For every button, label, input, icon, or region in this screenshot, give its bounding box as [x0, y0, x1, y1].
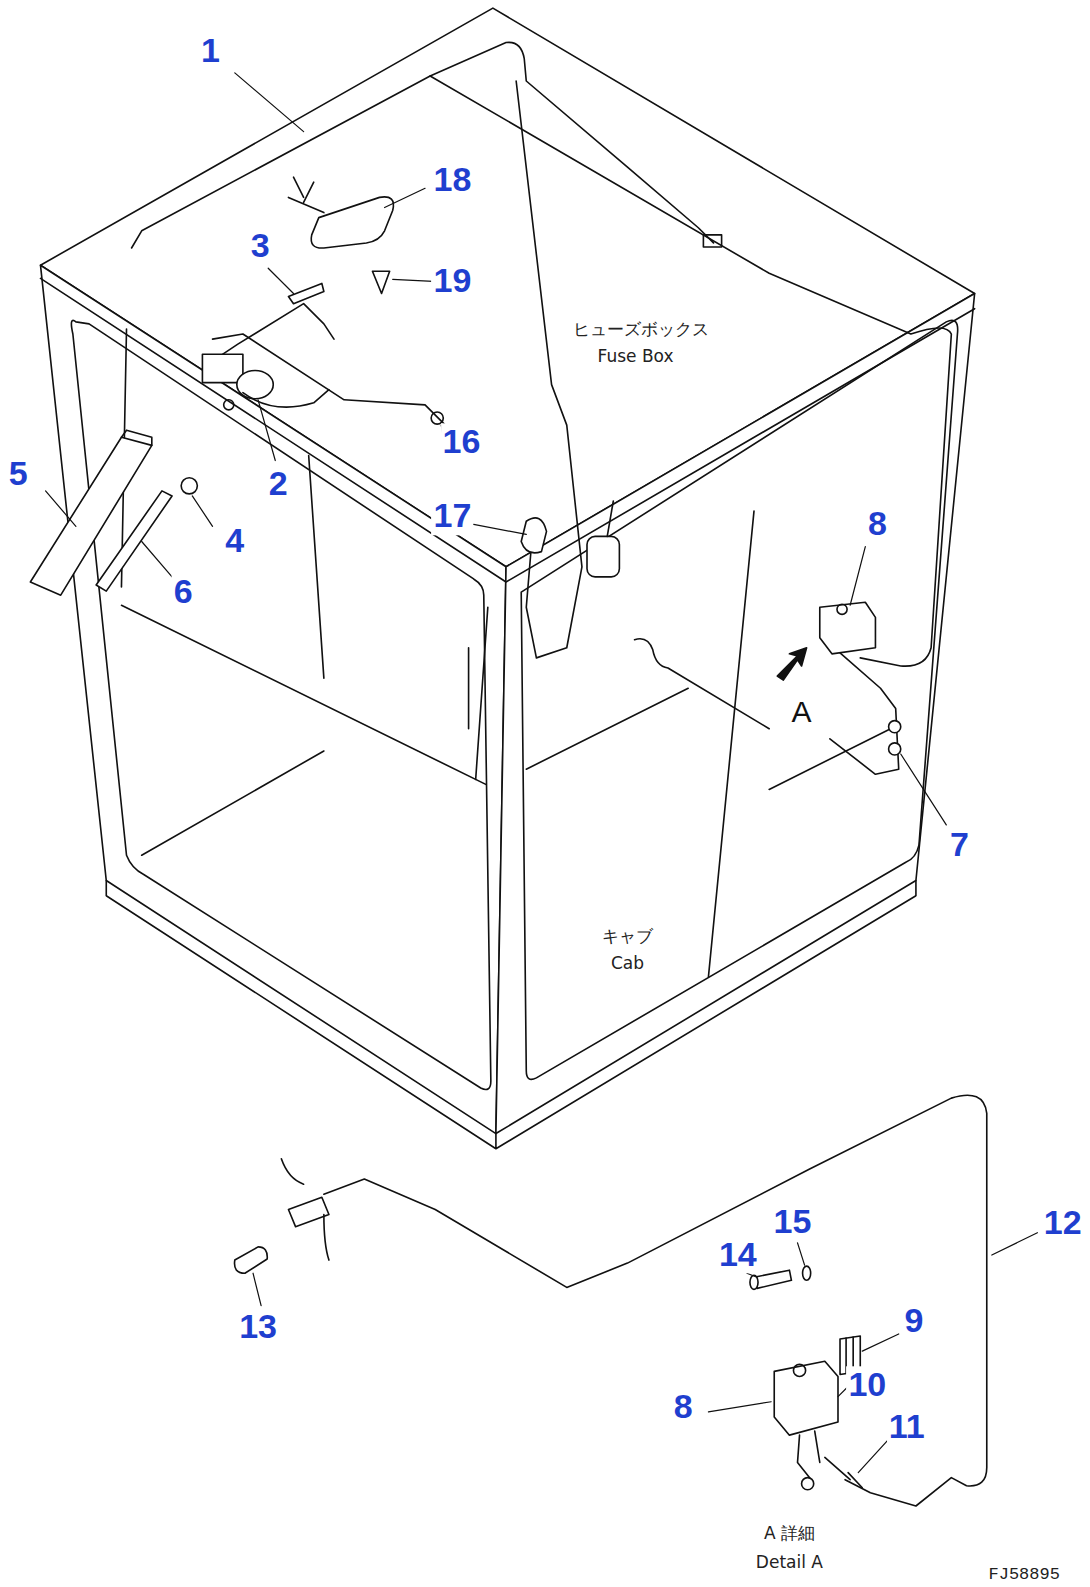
part-note: ヒューズボックス [571, 320, 711, 339]
left-window-frame [121, 329, 323, 678]
cap [837, 604, 847, 614]
callout-number: 9 [902, 1302, 925, 1339]
callout-number: 7 [948, 826, 971, 863]
wire-harness [430, 76, 951, 666]
fitting [825, 1457, 862, 1487]
callout-number: 4 [223, 523, 246, 560]
nut [181, 478, 197, 494]
wire-harness [830, 653, 899, 774]
screw [372, 271, 389, 293]
callout-number: 15 [772, 1203, 814, 1240]
callout-number: 13 [237, 1308, 279, 1345]
bolt [224, 400, 234, 410]
plug [235, 1247, 268, 1273]
wiper-bracket [243, 390, 329, 407]
part-note: Fuse Box [596, 347, 676, 366]
callout-number: 10 [846, 1366, 888, 1403]
callout-number: 12 [1042, 1204, 1084, 1241]
roof-edge [40, 278, 974, 582]
callout-number: 16 [441, 424, 483, 461]
right-window [521, 320, 957, 1079]
bolt [754, 1270, 791, 1288]
callout-number: 17 [431, 497, 473, 534]
connector [288, 177, 323, 212]
drawing-code: FJ58895 [986, 1565, 1061, 1584]
callout-number: 18 [431, 161, 473, 198]
callout-number: 3 [249, 227, 272, 264]
part-note: キャブ [600, 927, 655, 946]
connector [288, 1197, 328, 1226]
leader-line [46, 73, 1038, 1473]
cab-right-face [496, 294, 975, 1134]
callout-number: 2 [267, 465, 290, 502]
wire-harness [324, 1095, 987, 1506]
connector [703, 235, 721, 247]
connector [521, 518, 546, 553]
connector [889, 743, 901, 755]
connector [431, 412, 443, 424]
fuse-box [587, 536, 619, 576]
callout-number: 5 [7, 455, 30, 492]
detail-title: Detail A [754, 1552, 825, 1571]
wire-harness [798, 1431, 820, 1478]
wire-harness [516, 81, 582, 658]
wiper-arm [30, 437, 151, 595]
part-note: Cab [609, 954, 646, 973]
cap [793, 1364, 805, 1376]
callout-number: 1 [199, 32, 222, 69]
wire-harness [132, 42, 714, 248]
wire-harness [213, 334, 446, 425]
washer-switch [820, 602, 876, 654]
callout-number: 19 [431, 263, 473, 300]
callout-number: 11 [887, 1408, 927, 1445]
callout-number: 8 [672, 1388, 695, 1425]
callout-number: 6 [172, 573, 195, 610]
wiper-arm [121, 430, 151, 445]
connector [802, 1478, 814, 1490]
connector [889, 721, 901, 733]
washer [803, 1266, 811, 1280]
wiper-blade [96, 491, 172, 591]
pillar [469, 607, 488, 779]
wiper-motor [202, 354, 242, 382]
view-letter: A [790, 695, 814, 728]
callout-number: 8 [866, 506, 889, 543]
wire-end [281, 1159, 329, 1260]
washer-switch [774, 1361, 838, 1435]
wiper-motor [237, 370, 273, 398]
callout-number: 14 [717, 1236, 759, 1273]
view-arrow [777, 648, 806, 680]
left-window [71, 320, 490, 1089]
detail-title: A 詳細 [762, 1524, 817, 1543]
room-lamp [311, 197, 393, 248]
leader-line [607, 501, 613, 536]
left-window-frame [121, 605, 485, 855]
cab-base [106, 881, 916, 1149]
wire-harness [635, 639, 770, 729]
